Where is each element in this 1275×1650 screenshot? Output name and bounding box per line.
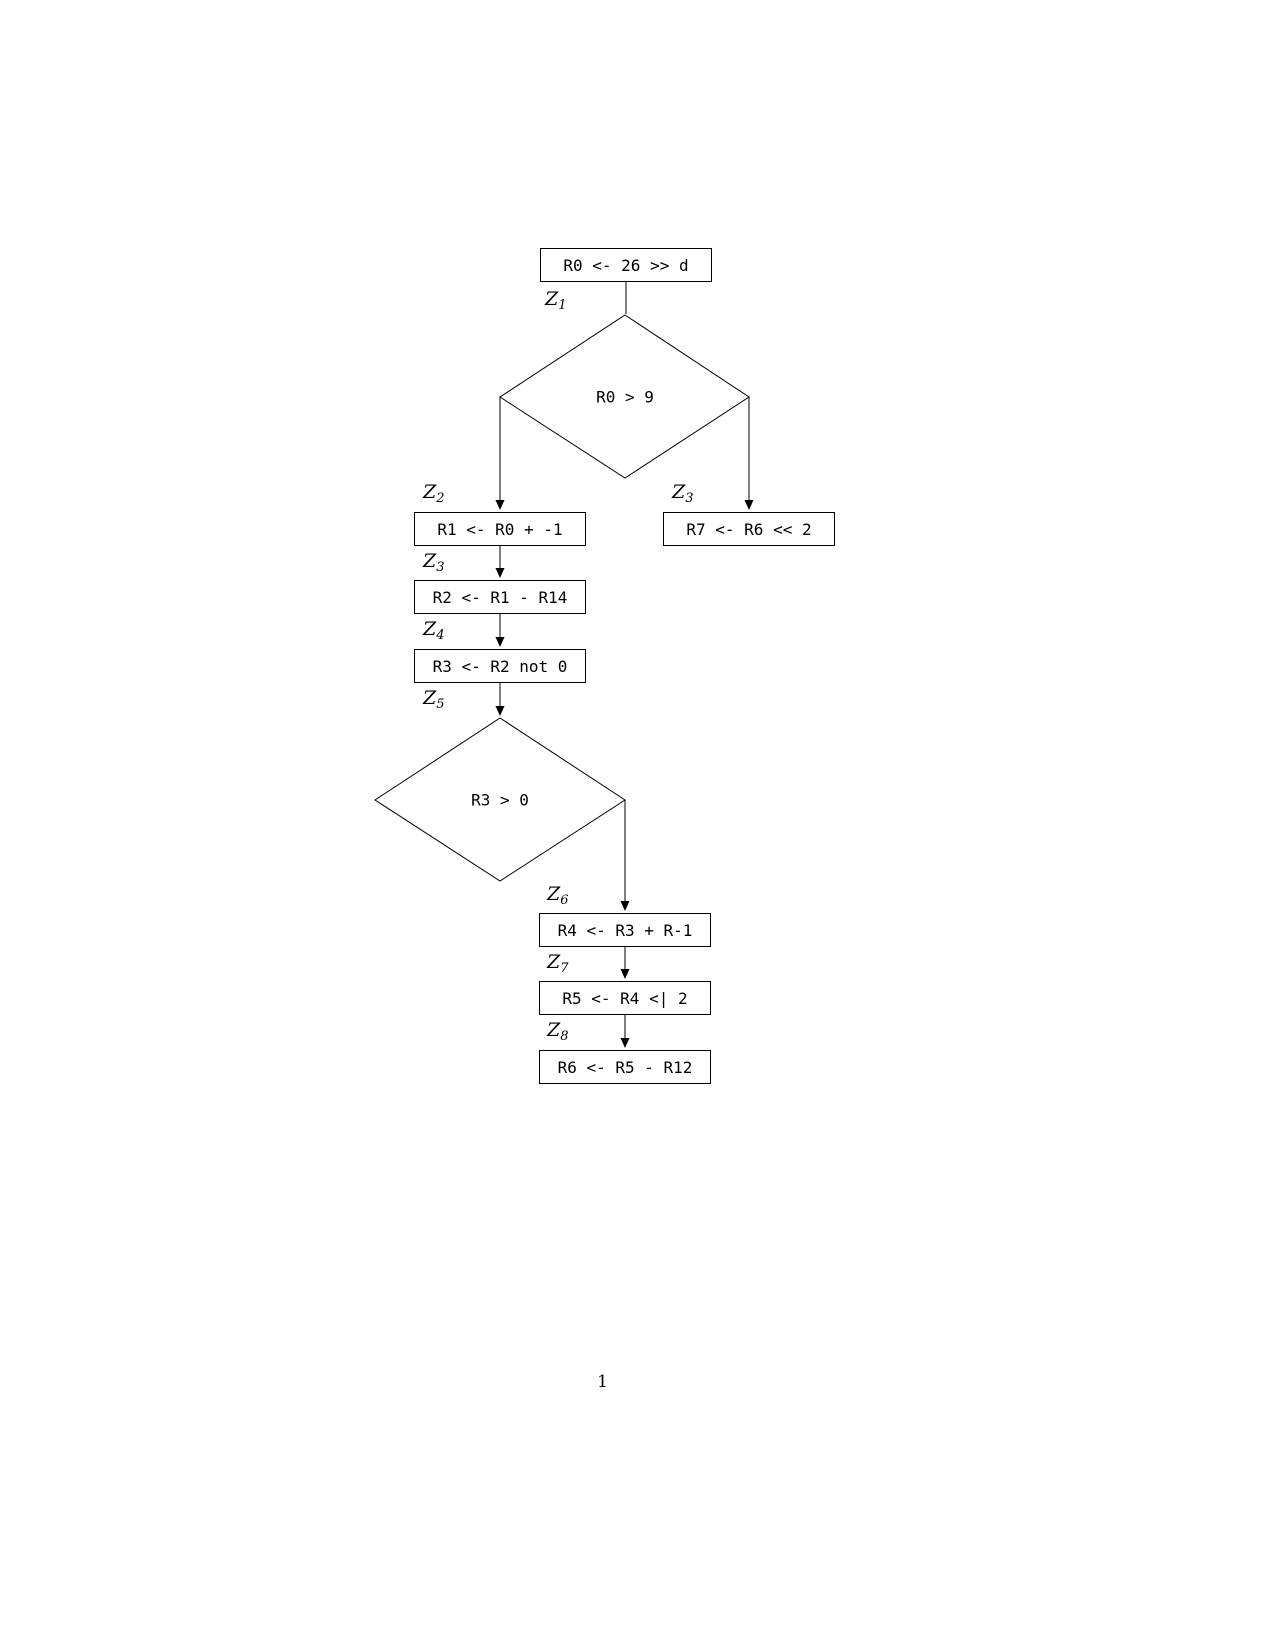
edge-label-z3-sub: 3: [436, 560, 445, 575]
decision-diamond-2: [374, 717, 626, 882]
edge-label-z7-sub: 7: [560, 961, 569, 976]
edge-label-z6: Z6: [547, 883, 568, 908]
edge-label-z8-base: Z: [547, 1019, 561, 1041]
edge-label-z3-branch: Z3: [672, 481, 693, 506]
process-box-r2: R2 <- R1 - R14: [414, 580, 586, 614]
edge-label-z3-branch-base: Z: [672, 481, 686, 503]
process-box-r3-text: R3 <- R2 not 0: [432, 656, 568, 676]
process-box-r7: R7 <- R6 << 2: [663, 512, 835, 546]
decision2-condition-text: R3 > 0: [471, 790, 529, 810]
edge-label-z2: Z2: [423, 481, 444, 506]
edge-label-z8-sub: 8: [560, 1029, 569, 1044]
process-box-r4: R4 <- R3 + R-1: [539, 913, 711, 947]
edge-label-z6-sub: 6: [560, 893, 569, 908]
process-box-r6-text: R6 <- R5 - R12: [557, 1057, 693, 1077]
decision1-condition-text: R0 > 9: [596, 387, 654, 407]
edge-label-z7-base: Z: [547, 951, 561, 973]
page-number: 1: [597, 1372, 608, 1392]
edge-label-z3: Z3: [423, 550, 444, 575]
process-box-start-text: R0 <- 26 >> d: [563, 255, 689, 275]
process-box-r6: R6 <- R5 - R12: [539, 1050, 711, 1084]
edge-label-z3-branch-sub: 3: [685, 491, 694, 506]
edge-label-z5: Z5: [423, 687, 444, 712]
edge-label-z2-base: Z: [423, 481, 437, 503]
process-box-r7-text: R7 <- R6 << 2: [686, 519, 812, 539]
process-box-r5: R5 <- R4 <| 2: [539, 981, 711, 1015]
edge-label-z4: Z4: [423, 618, 444, 643]
edge-label-z3-base: Z: [423, 550, 437, 572]
edge-label-z8: Z8: [547, 1019, 568, 1044]
edge-label-z1-sub: 1: [558, 298, 567, 313]
edge-label-z6-base: Z: [547, 883, 561, 905]
process-box-r4-text: R4 <- R3 + R-1: [557, 920, 693, 940]
process-box-r2-text: R2 <- R1 - R14: [432, 587, 568, 607]
edge-label-z1: Z1: [545, 288, 566, 313]
edge-label-z4-sub: 4: [436, 628, 445, 643]
edge-label-z5-base: Z: [423, 687, 437, 709]
edge-label-z1-base: Z: [545, 288, 559, 310]
process-box-r1-text: R1 <- R0 + -1: [437, 519, 563, 539]
edge-label-z2-sub: 2: [436, 491, 445, 506]
process-box-r3: R3 <- R2 not 0: [414, 649, 586, 683]
process-box-r1: R1 <- R0 + -1: [414, 512, 586, 546]
edge-label-z4-base: Z: [423, 618, 437, 640]
edge-label-z5-sub: 5: [436, 697, 445, 712]
decision-diamond-1: [499, 314, 750, 479]
process-box-r5-text: R5 <- R4 <| 2: [562, 988, 688, 1008]
process-box-start: R0 <- 26 >> d: [540, 248, 712, 282]
edge-label-z7: Z7: [547, 951, 568, 976]
